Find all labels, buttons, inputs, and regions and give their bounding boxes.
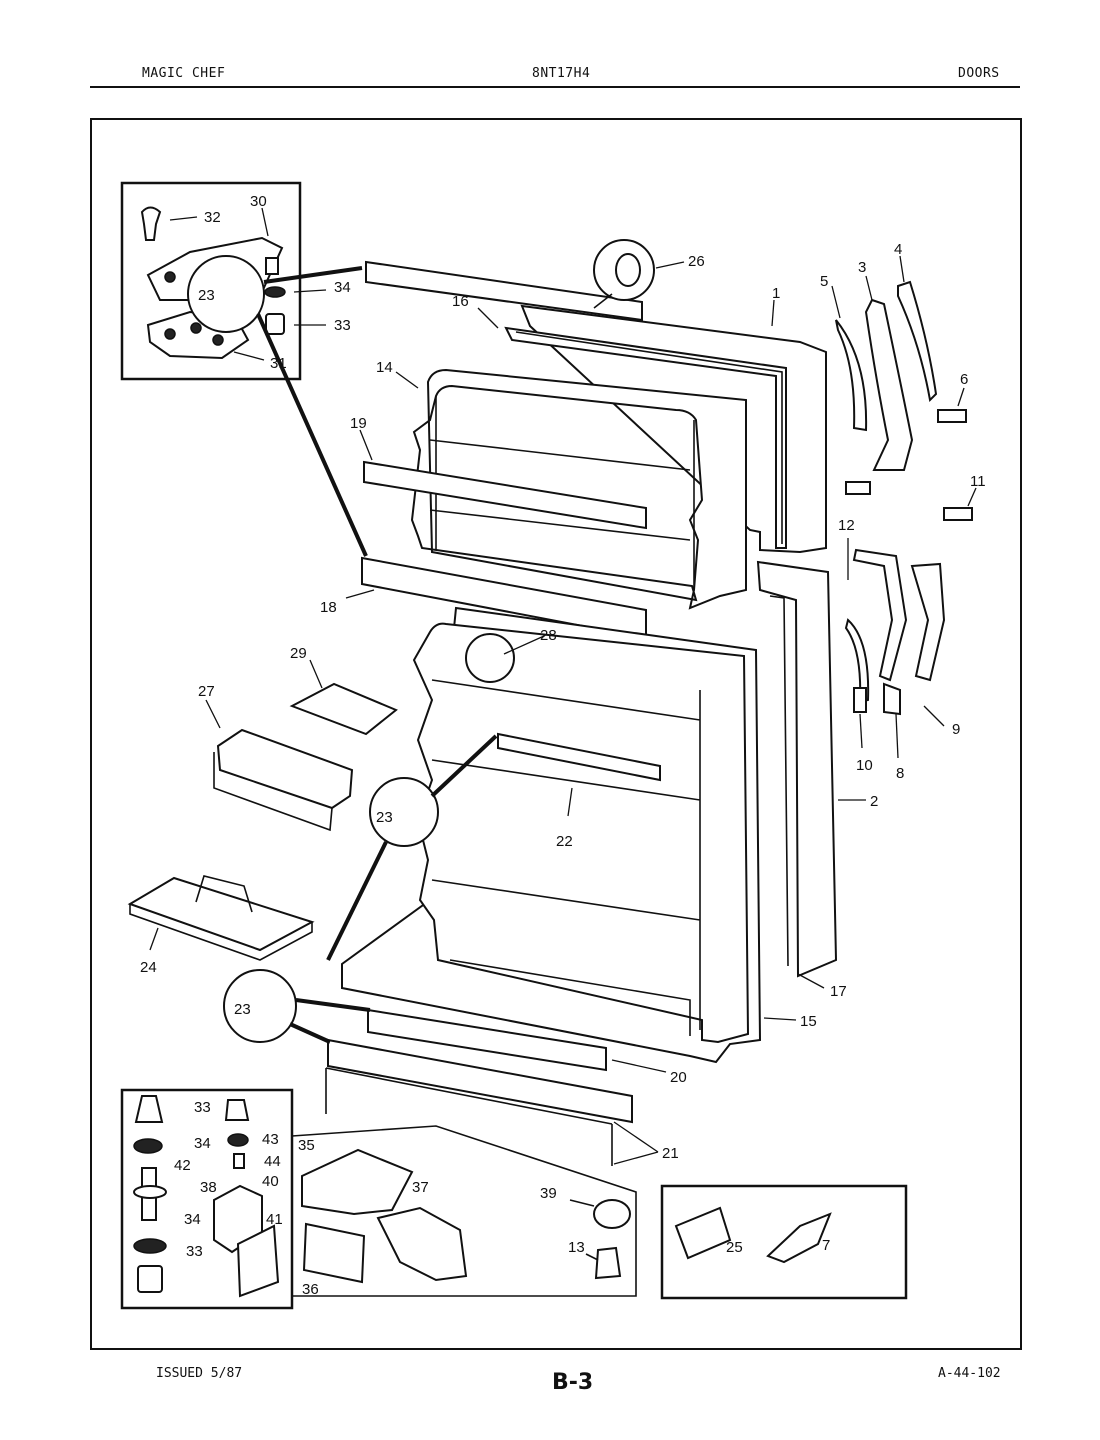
freezer-door-assembly [361, 239, 827, 640]
callout-41: 41 [266, 1211, 283, 1228]
callout-10: 10 [856, 757, 873, 774]
bottom-right-inset [660, 1184, 908, 1300]
callout-32: 32 [204, 209, 221, 226]
callout-19: 19 [350, 415, 367, 432]
callout-35: 35 [298, 1137, 315, 1154]
top-hinge-inset-leaders [169, 207, 327, 361]
callout-34c: 34 [184, 1211, 201, 1228]
callouts: 1 2 3 4 5 6 7 8 9 10 11 12 13 14 15 16 1… [140, 193, 986, 1298]
callout-44: 44 [264, 1153, 281, 1170]
callout-16: 16 [452, 293, 469, 310]
callout-43: 43 [262, 1131, 279, 1148]
callout-38: 38 [200, 1179, 217, 1196]
callout-13: 13 [568, 1239, 585, 1256]
callout-11: 11 [970, 473, 986, 490]
footer-issued: ISSUED 5/87 [156, 1366, 243, 1381]
callout-18: 18 [320, 599, 337, 616]
header-section: DOORS [958, 66, 1000, 81]
callout-34a: 34 [334, 279, 351, 296]
callout-36: 36 [302, 1281, 319, 1298]
callout-23a: 23 [198, 287, 215, 304]
leader-lines [149, 255, 977, 1165]
callout-39: 39 [540, 1185, 557, 1202]
callout-17: 17 [830, 983, 847, 1000]
callout-30: 30 [250, 193, 267, 210]
diagram-frame [90, 118, 1022, 1350]
callout-23c: 23 [234, 1001, 251, 1018]
callout-15: 15 [800, 1013, 817, 1030]
header-rule [90, 86, 1020, 88]
fresh-food-door-assembly [325, 560, 838, 1166]
callout-33b: 33 [194, 1099, 211, 1116]
callout-12: 12 [838, 517, 855, 534]
callout-37: 37 [412, 1179, 429, 1196]
detail-bubbles [187, 255, 515, 1044]
callout-25: 25 [726, 1239, 743, 1256]
callout-33a: 33 [334, 317, 351, 334]
callout-26: 26 [688, 253, 705, 270]
callout-42: 42 [174, 1157, 191, 1174]
callout-28: 28 [540, 627, 557, 644]
header-brand: MAGIC CHEF [142, 66, 226, 81]
callout-6: 6 [960, 371, 968, 388]
callout-3: 3 [858, 259, 866, 276]
callout-24: 24 [140, 959, 157, 976]
callout-33c: 33 [186, 1243, 203, 1260]
callout-31: 31 [270, 355, 287, 372]
door-accessories [127, 682, 398, 961]
bottom-hardware-inset [120, 1088, 637, 1310]
callout-7: 7 [822, 1237, 830, 1254]
callout-9: 9 [952, 721, 960, 738]
callout-2: 2 [870, 793, 878, 810]
callout-34b: 34 [194, 1135, 211, 1152]
callout-14: 14 [376, 359, 393, 376]
header-model: 8NT17H4 [532, 66, 591, 81]
callout-23b: 23 [376, 809, 393, 826]
callout-40: 40 [262, 1173, 279, 1190]
callout-1: 1 [772, 285, 780, 302]
callout-27: 27 [198, 683, 215, 700]
callout-5: 5 [820, 273, 828, 290]
hinge-parts-right [835, 280, 973, 716]
callout-22: 22 [556, 833, 573, 850]
footer-doc-number: A-44-102 [938, 1366, 1001, 1381]
callout-4: 4 [894, 241, 902, 258]
callout-20: 20 [670, 1069, 687, 1086]
footer-page-code: B-3 [552, 1370, 594, 1395]
callout-21: 21 [662, 1145, 679, 1162]
callout-29: 29 [290, 645, 307, 662]
callout-8: 8 [896, 765, 904, 782]
